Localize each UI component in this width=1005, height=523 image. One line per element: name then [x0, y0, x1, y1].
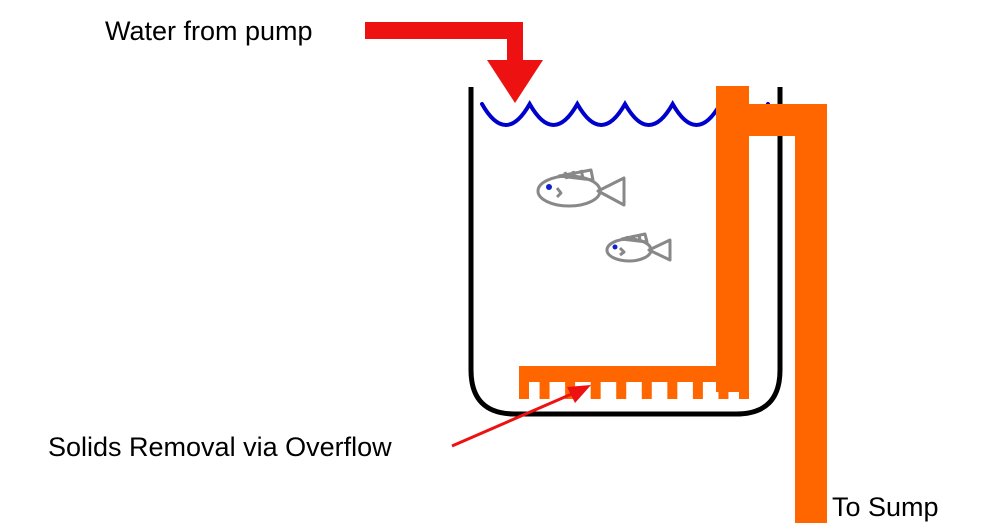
pipe-top-cap: [716, 86, 749, 106]
tank-wall: [468, 87, 783, 417]
water-from-pump-label: Water from pump: [105, 16, 313, 46]
fish-icon: [605, 232, 672, 263]
strainer-tooth: [718, 380, 729, 399]
strainer-tooth: [616, 380, 627, 399]
strainer-tooth: [519, 380, 529, 399]
strainer-teeth: [519, 380, 749, 399]
strainer-tooth: [739, 380, 749, 399]
strainer-tooth: [590, 380, 601, 399]
strainer-tooth: [667, 380, 678, 399]
pointer-arrow: [451, 385, 591, 448]
strainer-bar: [519, 366, 749, 382]
inflow-arrow: [365, 22, 543, 103]
strainer-tooth: [641, 380, 652, 399]
strainer-tooth: [692, 380, 703, 399]
solids-removal-label: Solids Removal via Overflow: [48, 432, 392, 462]
strainer-tooth: [539, 380, 550, 399]
overflow-pipe: [519, 86, 827, 523]
pipe-vertical-inside: [716, 86, 749, 392]
to-sump-label: To Sump: [832, 492, 939, 522]
pipe-drain: [795, 104, 827, 523]
fish-icon: [536, 168, 626, 208]
